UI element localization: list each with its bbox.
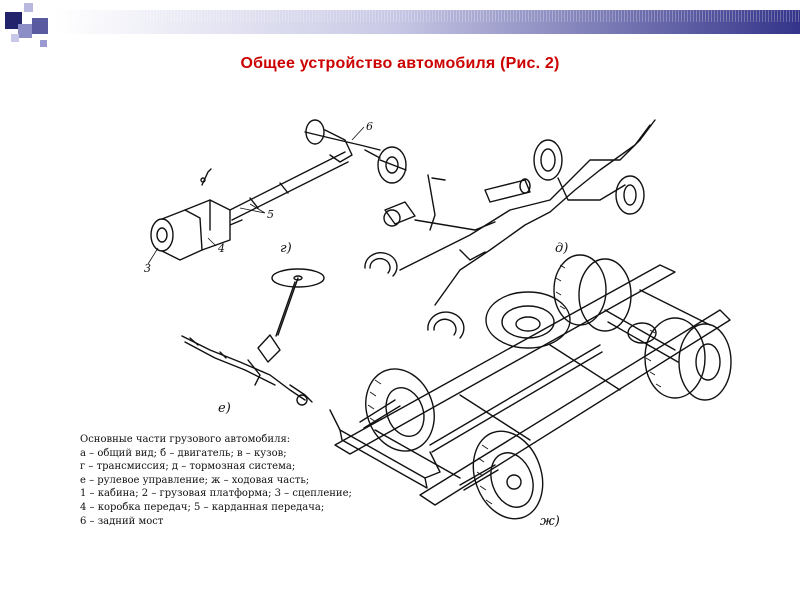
label-g: г) bbox=[280, 241, 292, 256]
label-6: 6 bbox=[366, 120, 373, 133]
label-5: 5 bbox=[267, 208, 274, 221]
caption-line: 6 – задний мост bbox=[80, 515, 164, 527]
decor-square bbox=[24, 3, 33, 12]
brake-system bbox=[364, 119, 656, 339]
vehicle-drawing: г) д) е) ж) 3 4 5 6 bbox=[144, 119, 732, 529]
decor-square bbox=[40, 40, 47, 47]
transmission-assembly bbox=[150, 119, 407, 261]
label-3: 3 bbox=[144, 262, 151, 275]
label-d: д) bbox=[555, 241, 568, 256]
decor-square bbox=[32, 18, 48, 34]
decor-square bbox=[5, 12, 22, 29]
label-zh: ж) bbox=[540, 514, 560, 529]
chassis-frame bbox=[329, 254, 732, 520]
slide-title: Общее устройство автомобиля (Рис. 2) bbox=[240, 55, 560, 72]
caption-line: г – трансмиссия; д – тормозная система; bbox=[80, 461, 296, 473]
label-e: е) bbox=[218, 401, 231, 416]
steering-assembly bbox=[181, 268, 325, 406]
figure-caption: Основные части грузового автомобиля: а –… bbox=[80, 433, 410, 528]
header-gradient-bar bbox=[55, 10, 800, 34]
decor-square bbox=[11, 34, 19, 42]
label-4: 4 bbox=[217, 242, 225, 255]
caption-line: а – общий вид; б – двигатель; в – кузов; bbox=[80, 447, 287, 459]
decor-square bbox=[18, 24, 32, 38]
caption-line: е – рулевое управление; ж – ходовая част… bbox=[80, 474, 310, 486]
caption-line: 4 – коробка передач; 5 – карданная перед… bbox=[80, 501, 325, 513]
caption-line: Основные части грузового автомобиля: bbox=[80, 434, 291, 445]
caption-line: 1 – кабина; 2 – грузовая платформа; 3 – … bbox=[80, 488, 352, 500]
